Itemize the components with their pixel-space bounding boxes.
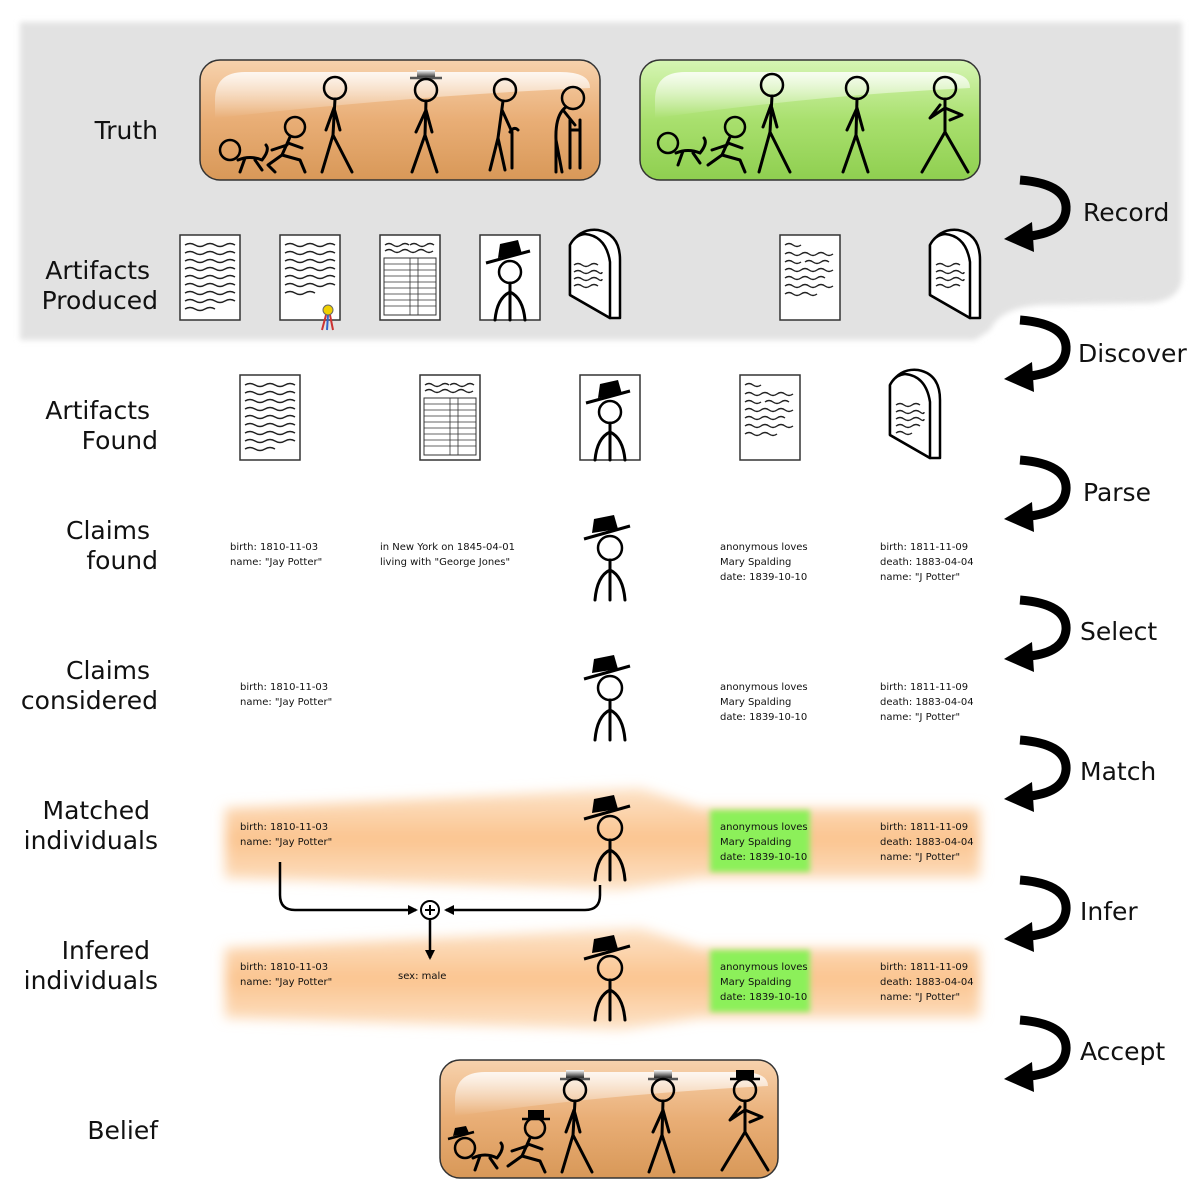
claims-found-census: in New York on 1845-04-01 living with "G… <box>380 542 518 568</box>
claims-considered-birth: birth: 1810-11-03 name: "Jay Potter" <box>240 682 332 708</box>
artifact-letter <box>780 235 840 320</box>
step-label-select: Select <box>1080 617 1157 646</box>
step-label-match: Match <box>1080 757 1156 786</box>
artifact-portrait <box>480 235 540 320</box>
artifact-birth-record <box>180 235 240 320</box>
truth-panel-orange <box>200 60 600 180</box>
step-arrow-match <box>1004 740 1066 812</box>
step-label-parse: Parse <box>1083 478 1151 507</box>
step-arrow-infer <box>1004 880 1066 952</box>
artifact-census-table <box>380 235 440 320</box>
claims-considered-gravestone: birth: 1811-11-09 death: 1883-04-04 name… <box>880 682 977 723</box>
step-arrow-accept <box>1004 1020 1066 1092</box>
row-label-claims-considered: Claims considered <box>21 656 158 715</box>
row-label-truth: Truth <box>94 116 158 145</box>
step-label-discover: Discover <box>1078 339 1187 368</box>
step-label-infer: Infer <box>1080 897 1138 926</box>
claims-found-gravestone: birth: 1811-11-09 death: 1883-04-04 name… <box>880 542 977 583</box>
row-label-artifacts-found: Artifacts Found <box>45 396 158 455</box>
row-label-matched-individuals: Matched individuals <box>24 796 158 855</box>
claims-considered-letter: anonymous loves Mary Spalding date: 1839… <box>720 682 811 723</box>
artifact-certificate <box>280 235 340 330</box>
claims-considered-portrait-figure <box>584 655 630 740</box>
step-arrow-discover <box>1004 320 1066 392</box>
inferred-sex: sex: male <box>398 971 446 982</box>
step-arrows <box>1004 180 1066 1092</box>
claims-found-letter: anonymous loves Mary Spalding date: 1839… <box>720 542 811 583</box>
claims-found-birth: birth: 1810-11-03 name: "Jay Potter" <box>230 542 322 568</box>
row-label-belief: Belief <box>87 1116 159 1145</box>
found-birth-record <box>240 375 300 460</box>
found-portrait <box>580 375 640 460</box>
step-label-record: Record <box>1083 198 1169 227</box>
row-label-artifacts-produced: Artifacts Produced <box>42 256 158 315</box>
claims-found-portrait-figure <box>584 515 630 600</box>
row-label-infered-individuals: Infered individuals <box>24 936 158 995</box>
step-arrow-parse <box>1004 460 1066 532</box>
found-gravestone <box>890 370 940 458</box>
step-label-accept: Accept <box>1080 1037 1165 1066</box>
row-label-claims-found: Claims found <box>66 516 158 575</box>
step-arrow-select <box>1004 600 1066 672</box>
found-census-table <box>420 375 480 460</box>
found-letter <box>740 375 800 460</box>
